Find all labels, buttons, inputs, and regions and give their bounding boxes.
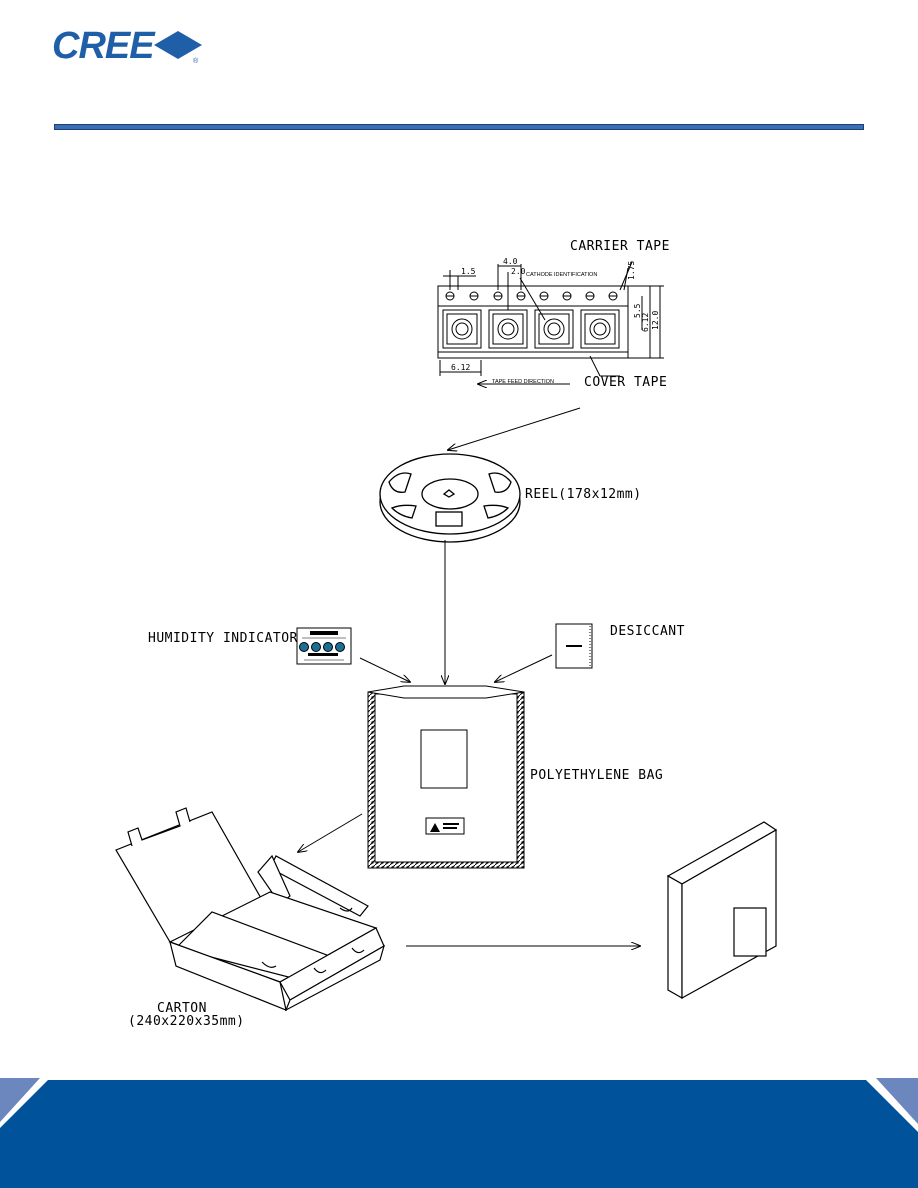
carton-label: CARTON	[157, 1001, 207, 1016]
dim-track: 5.5	[633, 303, 642, 318]
desiccant-label: DESICCANT	[610, 624, 685, 639]
footer-corner-left	[0, 1078, 40, 1122]
reel-label: REEL(178x12mm)	[525, 487, 642, 502]
dim-pocket-width: 6.12	[641, 313, 650, 332]
tape-pockets	[442, 309, 620, 349]
dim-tape-width: 12.0	[651, 311, 660, 330]
dim-hole-dia: 1.5	[461, 267, 476, 276]
humidity-indicator-label: HUMIDITY INDICATOR	[148, 631, 298, 646]
feed-direction-label: TAPE FEED DIRECTION	[492, 379, 554, 385]
cree-logo: CREE ®	[52, 25, 202, 67]
sprocket-holes	[445, 291, 618, 301]
logo-diamond-icon	[154, 31, 202, 59]
closed-carton	[666, 821, 778, 1000]
header-rule	[54, 124, 864, 130]
cathode-label: CATHODE IDENTIFICATION	[526, 272, 597, 278]
bag-label: POLYETHYLENE BAG	[530, 768, 663, 783]
humidity-indicator-card	[296, 627, 352, 665]
desiccant-pack	[555, 623, 593, 669]
cover-tape-label: COVER TAPE	[584, 375, 667, 390]
dim-pitch-pocket: 2.0	[511, 267, 526, 276]
footer-corner-right	[876, 1078, 918, 1124]
carrier-tape	[437, 261, 664, 377]
carrier-tape-label: CARRIER TAPE	[570, 239, 670, 254]
dim-pitch-sprocket: 4.0	[503, 257, 518, 266]
logo-registered-mark: ®	[193, 57, 199, 65]
dim-edge: 1.75	[627, 261, 636, 280]
reel-illustration	[379, 453, 521, 543]
footer-band	[0, 1078, 918, 1188]
logo-text: CREE	[52, 25, 156, 67]
carton-dims-label: (240x220x35mm)	[128, 1014, 245, 1029]
open-carton	[115, 807, 385, 1012]
packaging-diagram: CARRIER TAPE COVER TAPE CATHODE IDENTIFI…	[115, 239, 778, 1029]
polyethylene-bag	[367, 685, 525, 869]
dim-pocket-length: 6.12	[451, 363, 470, 372]
